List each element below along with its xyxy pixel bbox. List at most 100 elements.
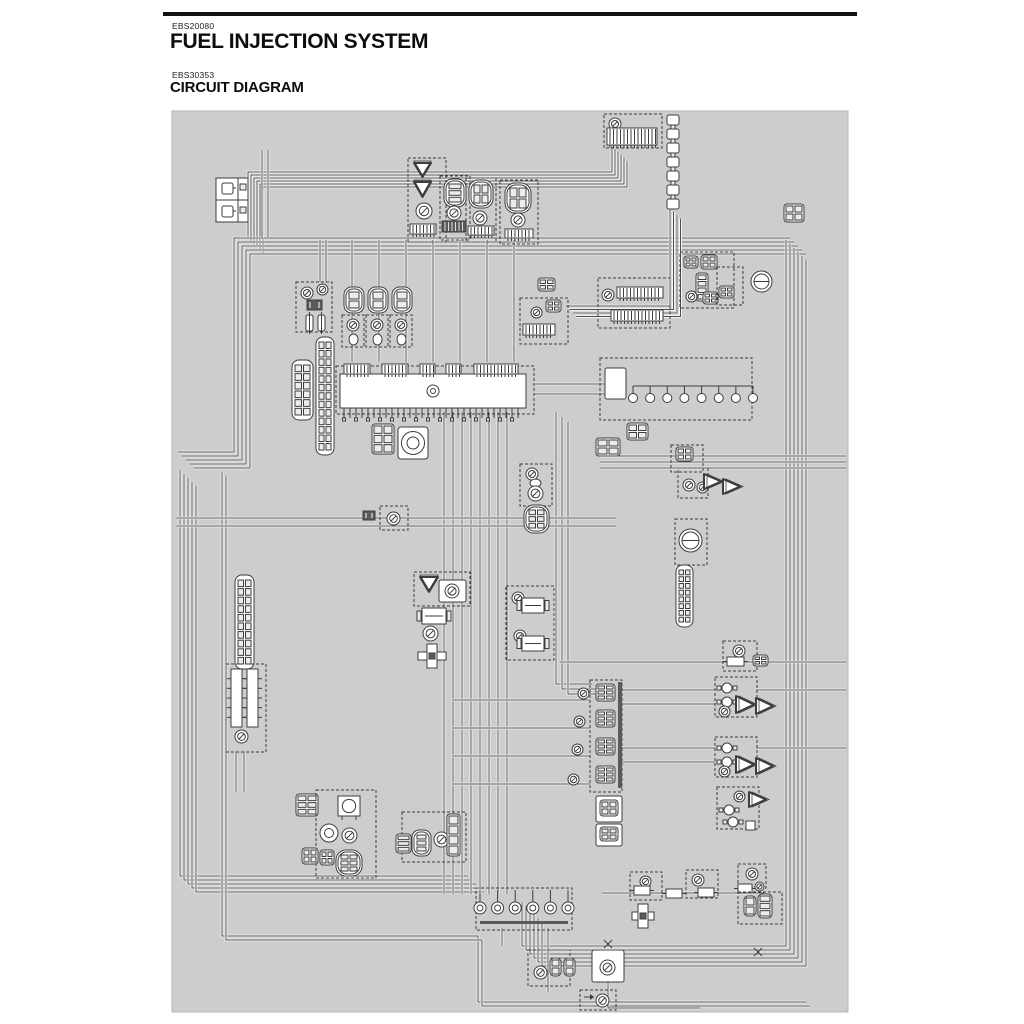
component-comb: [445, 363, 462, 377]
component-grid: [595, 683, 616, 702]
component-dash: [716, 786, 760, 830]
component-tri: [748, 791, 770, 808]
component-grid: [595, 437, 621, 457]
component-comb: [616, 286, 664, 301]
component-oval: [348, 333, 359, 346]
component-grid: [718, 285, 735, 299]
component-comb: [504, 228, 534, 241]
component-comb: [467, 225, 495, 238]
component-dash: [597, 277, 671, 329]
component-grid: [537, 277, 556, 292]
component-grid: [595, 737, 616, 756]
component-inline: [662, 888, 686, 899]
component-busrow8: [628, 385, 758, 403]
component-circ: [639, 875, 652, 888]
component-dash: [722, 640, 758, 672]
component-comb: [409, 223, 437, 237]
component-relaydark: [306, 299, 323, 311]
component-dash: [716, 266, 744, 306]
component-oval: [396, 333, 407, 346]
component-shield: [504, 182, 532, 214]
component-grid: [595, 709, 616, 728]
component-tri: [722, 478, 744, 495]
component-circ: [510, 212, 526, 228]
component-dash: [714, 676, 758, 718]
wire-bundles: [176, 146, 846, 1010]
component-fusev: [305, 312, 314, 334]
component-circpin: [716, 682, 738, 694]
component-comb: [610, 309, 664, 324]
component-sq: [745, 820, 756, 831]
component-circ: [444, 583, 460, 599]
component-arrow: [584, 994, 594, 1000]
component-grid: [599, 826, 619, 842]
component-dash: [674, 518, 708, 566]
component-dash: [685, 869, 719, 899]
component-dash: [714, 736, 758, 778]
component-tri: [703, 473, 725, 490]
component-circ: [394, 318, 408, 332]
component-circ: [599, 959, 616, 976]
component-combdark: [441, 220, 467, 233]
component-cap: [549, 957, 562, 977]
component-fusev: [317, 312, 326, 334]
component-dash: [679, 251, 735, 309]
component-tri: [755, 757, 777, 775]
component-comb: [381, 363, 409, 377]
component-inline: [630, 885, 654, 896]
component-grid: [395, 833, 412, 854]
component-circ2: [678, 528, 703, 553]
component-grid: [545, 299, 562, 313]
component-circ: [446, 205, 462, 221]
component-dash: [579, 989, 617, 1011]
component-ecu: [339, 373, 527, 409]
component-grid: [301, 847, 319, 865]
component-circpin: [718, 804, 740, 816]
component-cap: [563, 957, 576, 977]
subsection-code: EBS30353: [172, 70, 215, 80]
component-xmark: [753, 947, 763, 957]
component-inline: [723, 656, 748, 667]
component-shield: [391, 286, 413, 314]
component-dash: [737, 891, 783, 925]
page-top-rule: [163, 12, 857, 16]
component-busrow6: [473, 890, 575, 924]
component-shield: [411, 829, 432, 857]
component-rect: [604, 367, 627, 400]
component-strip: [291, 359, 314, 421]
component-fusestrip: [666, 114, 680, 210]
component-circ: [685, 290, 698, 303]
component-dash: [295, 281, 333, 333]
component-cap: [743, 895, 757, 917]
component-dash: [413, 571, 471, 607]
component-circ: [433, 831, 450, 848]
component-circ: [595, 993, 610, 1008]
component-dash: [315, 789, 377, 879]
component-tri: [413, 179, 432, 198]
page-title: FUEL INJECTION SYSTEM: [170, 30, 429, 53]
component-dash: [505, 585, 555, 661]
component-pump: [397, 426, 429, 460]
component-dash: [389, 314, 413, 348]
component-circ: [754, 881, 765, 892]
component-xmark: [603, 939, 613, 949]
component-grid: [371, 423, 395, 455]
section-subtitle: CIRCUIT DIAGRAM: [170, 79, 304, 96]
component-circ: [745, 867, 759, 881]
component-circ: [525, 467, 539, 481]
component-grid: [319, 849, 335, 866]
component-circ: [571, 743, 584, 756]
component-circ: [370, 318, 384, 332]
component-tri: [755, 697, 777, 715]
component-grid: [783, 203, 805, 223]
component-shield: [443, 178, 467, 208]
component-switchbox: [215, 177, 249, 223]
component-dash: [499, 179, 539, 245]
component-shield: [468, 179, 494, 209]
component-comb: [343, 363, 371, 377]
component-dash: [439, 175, 471, 241]
component-grid: [700, 254, 718, 270]
component-dash: [335, 365, 535, 415]
component-dash: [603, 113, 663, 149]
